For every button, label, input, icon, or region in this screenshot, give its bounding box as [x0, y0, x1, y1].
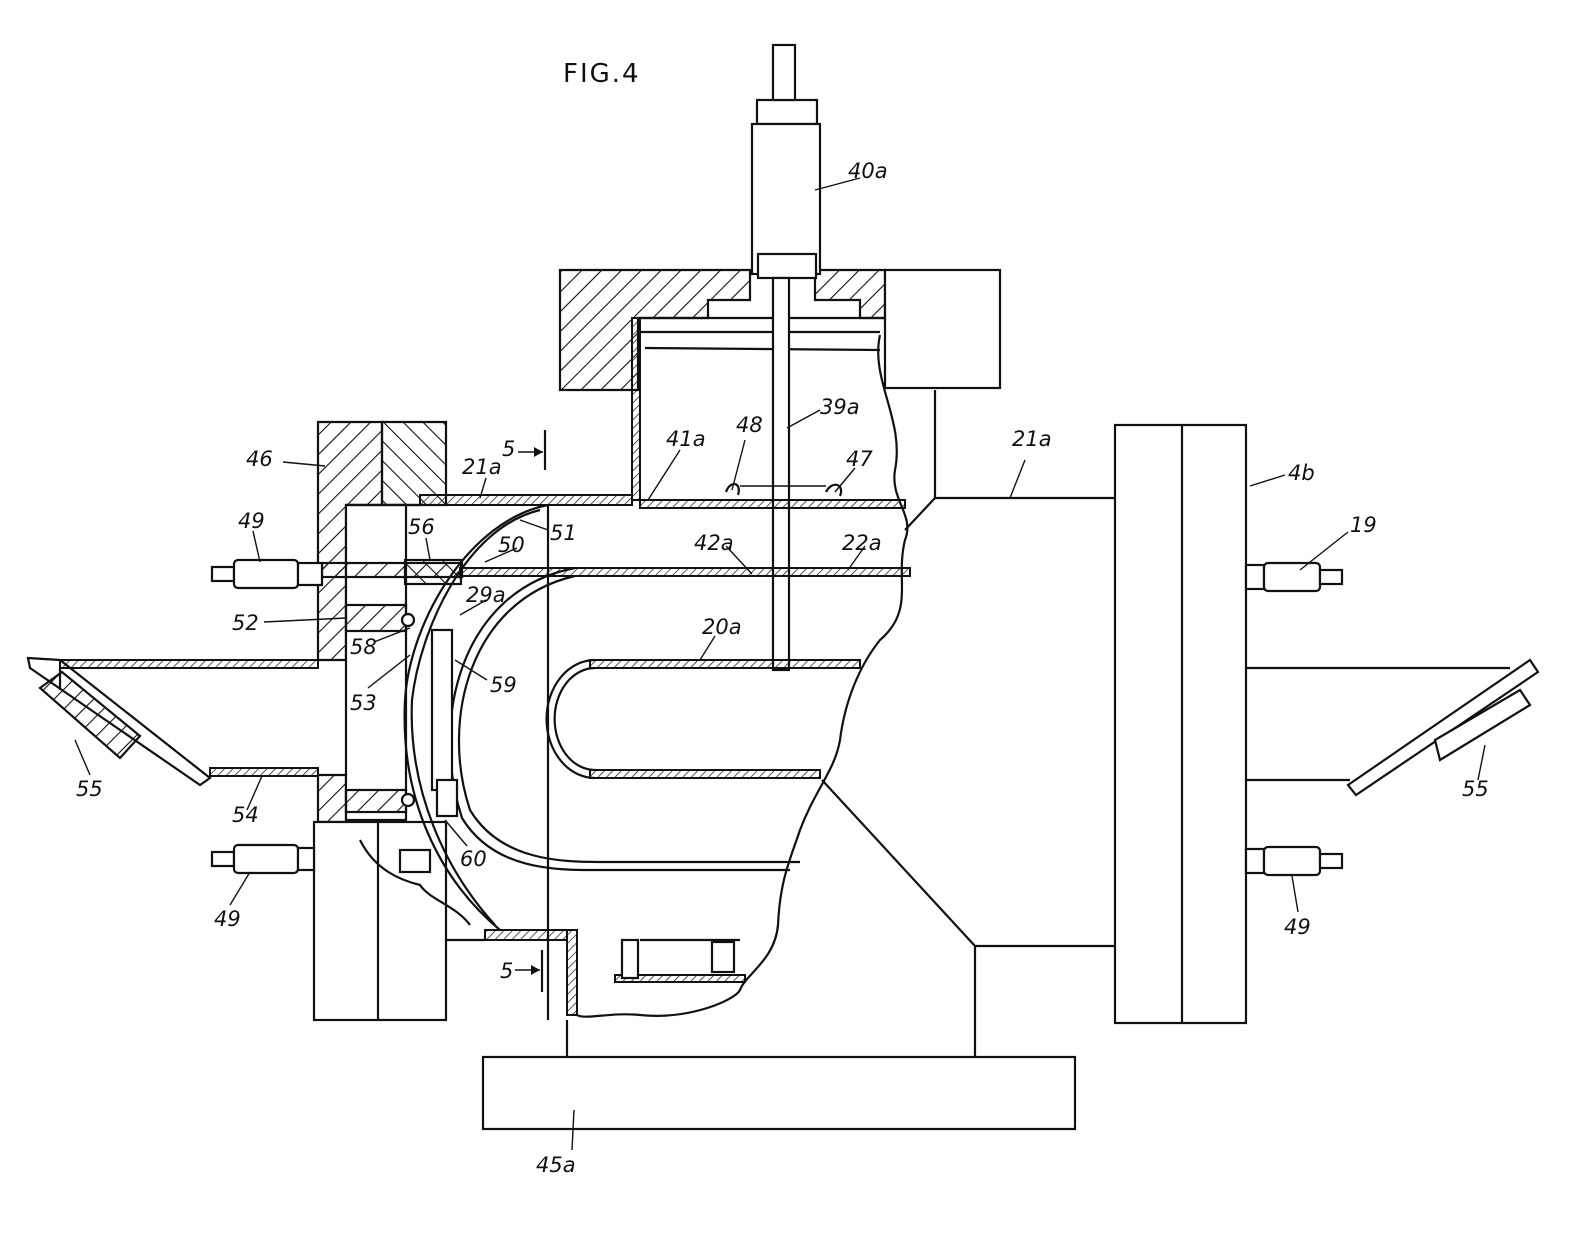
reference-labels: 40a 39a 41a 48 47 21a 21a 5 5 46 4b 49 1…	[76, 159, 1489, 1177]
label-49-top-left: 49	[238, 509, 265, 533]
label-4b: 4b	[1288, 461, 1315, 485]
top-cylinder-mount	[558, 43, 1002, 672]
label-59: 59	[490, 673, 517, 697]
label-21a-top: 21a	[1012, 427, 1052, 451]
label-40a: 40a	[848, 159, 888, 183]
label-41a: 41a	[666, 427, 706, 451]
label-39a: 39a	[820, 395, 860, 419]
label-49-bottom-right: 49	[1284, 915, 1311, 939]
label-60: 60	[460, 847, 487, 871]
left-flange	[312, 420, 448, 1022]
label-20a: 20a	[702, 615, 742, 639]
label-55-right: 55	[1462, 777, 1489, 801]
label-48: 48	[736, 413, 763, 437]
main-chamber	[346, 494, 911, 1020]
label-58: 58	[350, 635, 377, 659]
leader-lines	[74, 177, 1486, 1151]
part-47	[825, 483, 843, 497]
sensor-bottom-left	[210, 843, 432, 875]
label-52: 52	[232, 611, 259, 635]
right-housing	[565, 390, 1248, 1057]
label-29a: 29a	[466, 583, 506, 607]
label-22a: 22a	[842, 531, 882, 555]
label-47: 47	[846, 447, 873, 471]
part-48	[724, 483, 740, 496]
label-49-bottom-left: 49	[214, 907, 241, 931]
break-line	[576, 334, 909, 1018]
right-pipe	[1246, 658, 1540, 797]
sensor-bottom-right	[1244, 845, 1344, 877]
label-46: 46	[246, 447, 273, 471]
label-19: 19	[1350, 513, 1377, 537]
label-50: 50	[498, 533, 525, 557]
seal-parts	[320, 558, 464, 818]
left-pipe	[26, 656, 319, 787]
right-flange	[1113, 423, 1248, 1025]
label-55-left: 55	[76, 777, 103, 801]
figure-title: FIG.4	[563, 59, 641, 89]
label-42a: 42a	[694, 531, 734, 555]
label-54: 54	[232, 803, 259, 827]
label-5-top: 5	[502, 437, 515, 461]
label-45a: 45a	[536, 1153, 576, 1177]
label-51: 51	[550, 521, 577, 545]
sensor-top-right	[1244, 561, 1344, 593]
sensors	[210, 558, 1344, 877]
label-53: 53	[350, 691, 377, 715]
label-21a-left: 21a	[462, 455, 502, 479]
label-56: 56	[408, 515, 435, 539]
base-plate	[481, 1055, 1077, 1131]
label-5-bottom: 5	[500, 959, 513, 983]
break-line-left	[359, 839, 471, 926]
bottom-bracket	[614, 938, 746, 983]
sensor-top-left	[210, 558, 324, 590]
